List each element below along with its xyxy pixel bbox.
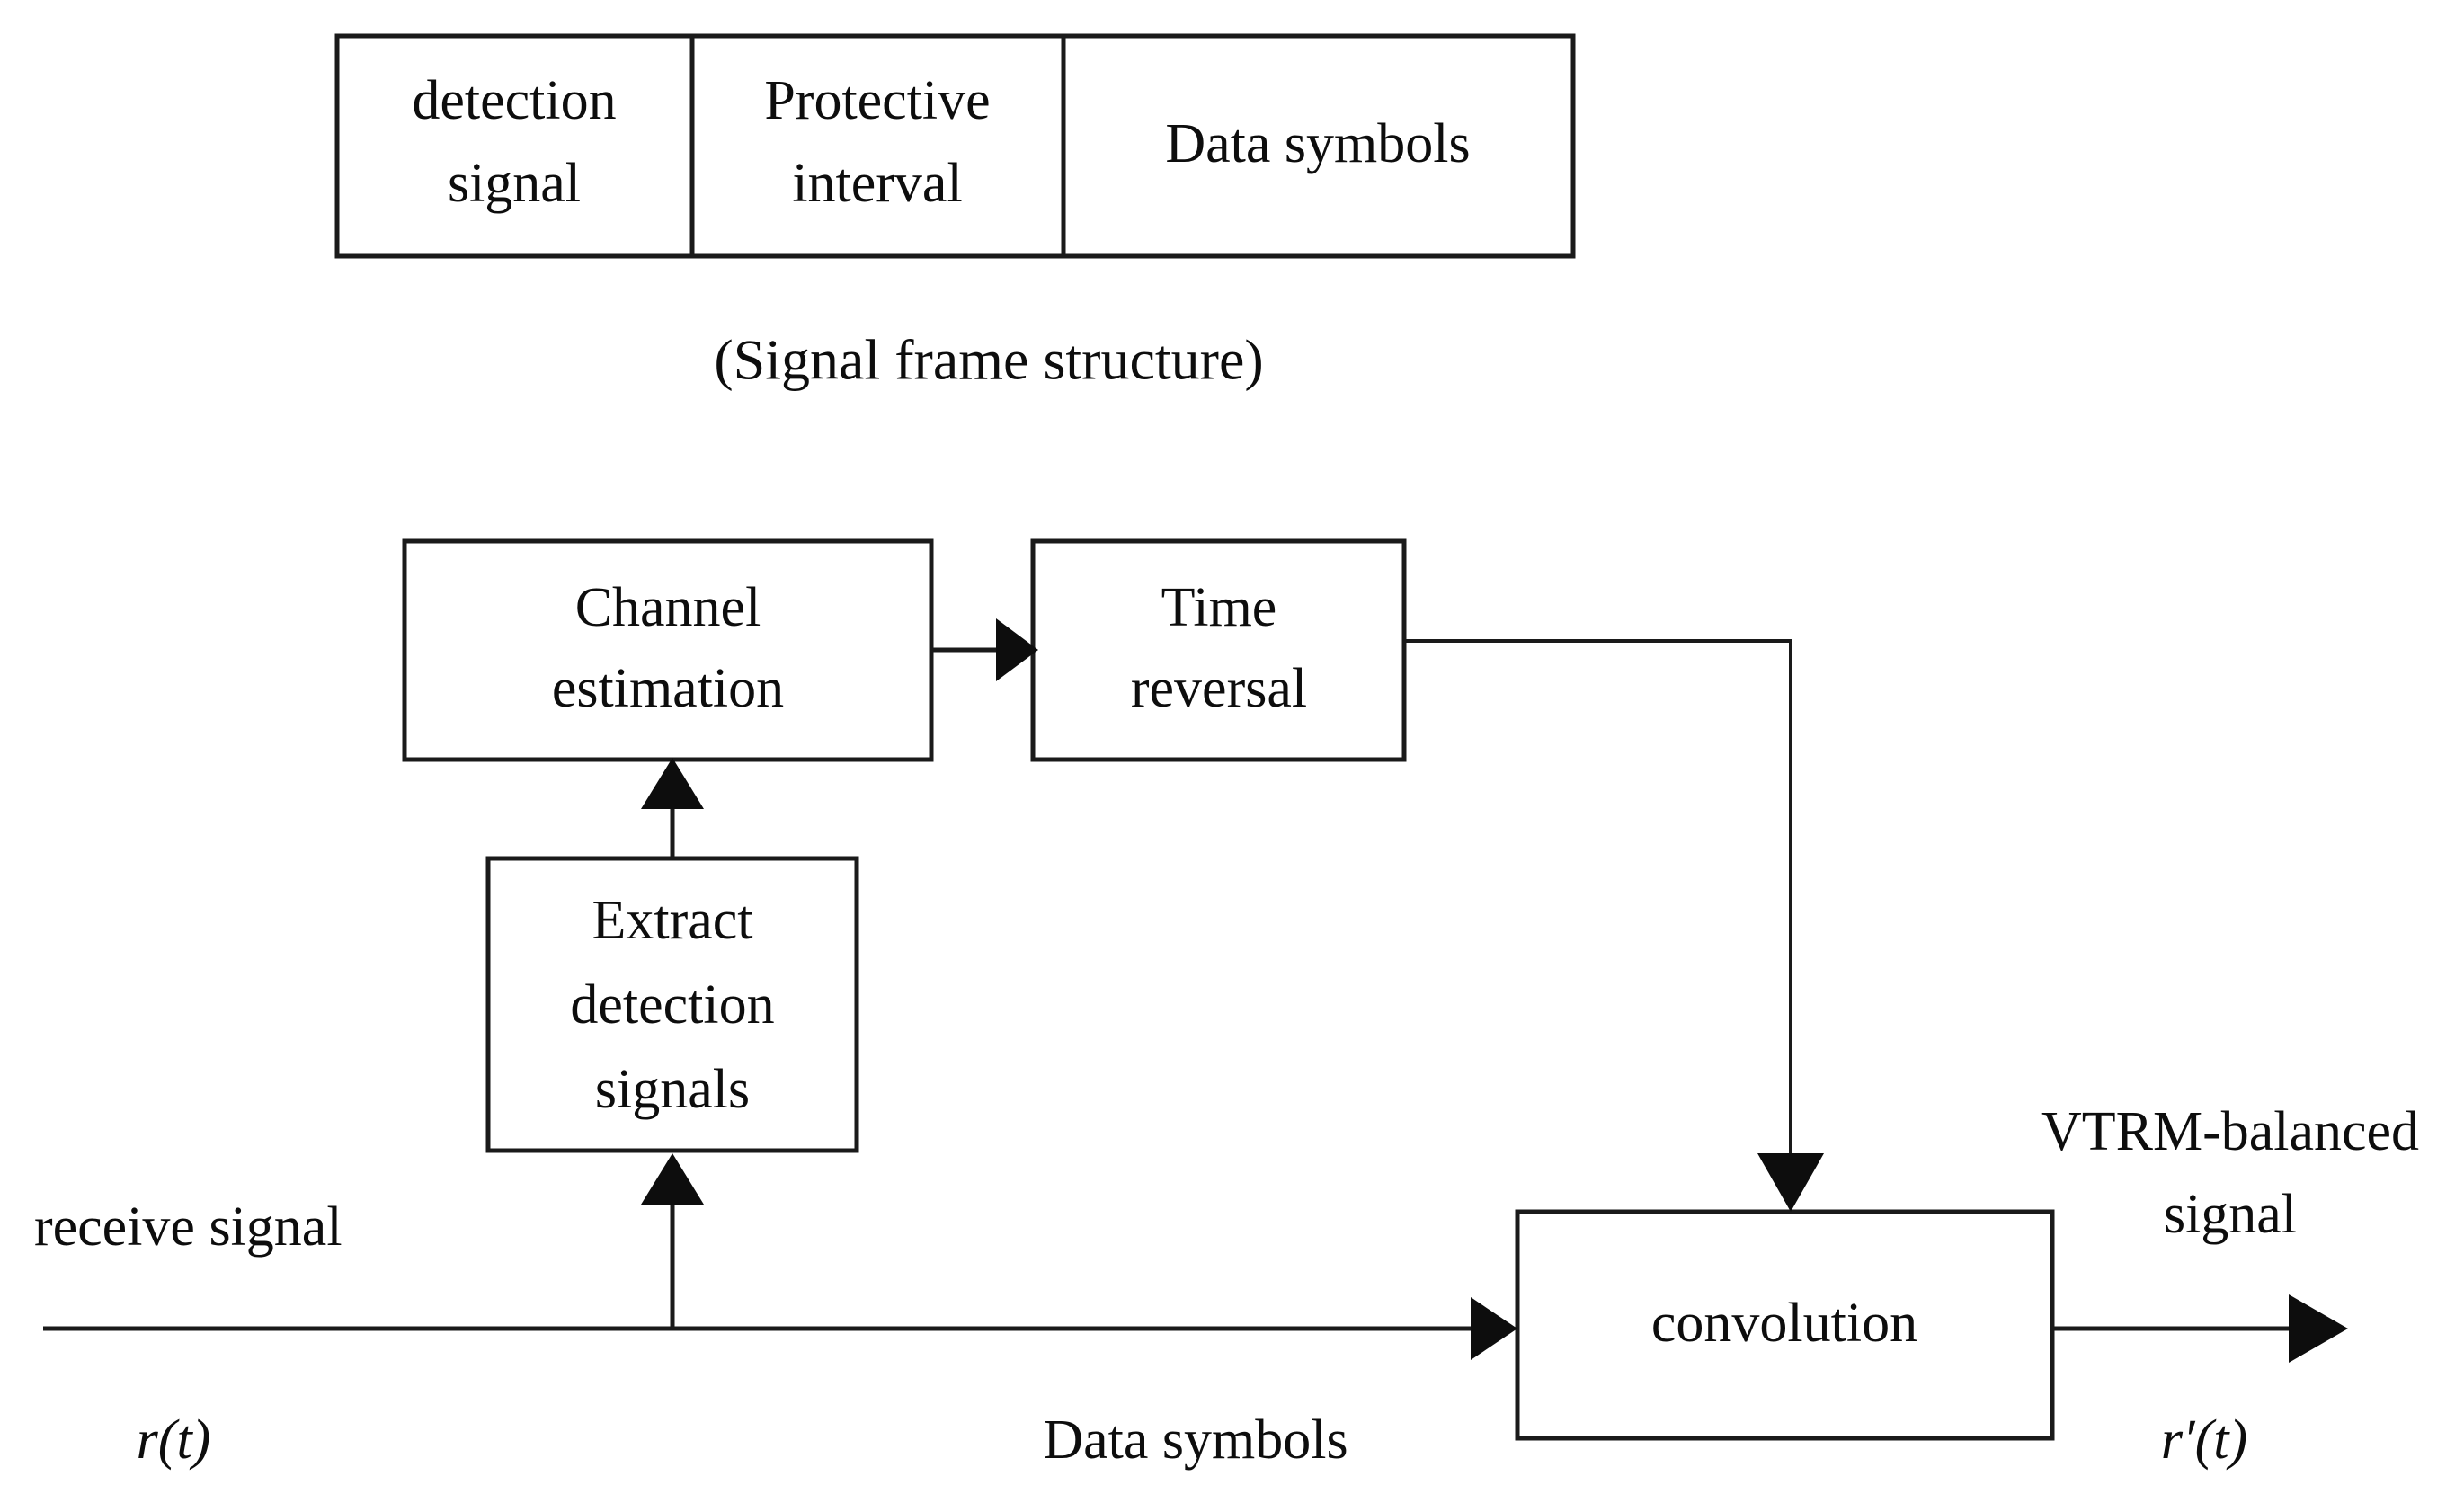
block-time-reversal: Time reversal bbox=[1030, 538, 1407, 762]
frame-cell-protective-interval: Protective interval bbox=[764, 70, 990, 214]
block-extract-detection-signals: Extract detection signals bbox=[485, 856, 859, 1153]
frame-cell-detection-signal-line-2: signal bbox=[448, 153, 581, 214]
extract-detection-signals-label-line-1: Extract bbox=[592, 890, 752, 951]
channel-estimation-label-line-2: estimation bbox=[552, 658, 784, 719]
frame-cell-detection-signal-line-1: detection bbox=[412, 70, 616, 131]
connector-timereversal-to-convolution bbox=[1404, 639, 1824, 1212]
data-symbols-path-label: Data symbols bbox=[1043, 1409, 1348, 1471]
arrowhead-down-into-convolution bbox=[1757, 1153, 1824, 1212]
block-convolution: convolution bbox=[1515, 1209, 2055, 1441]
arrowhead-up-into-extract-detection bbox=[641, 1153, 704, 1205]
convolution-box bbox=[1515, 1209, 2055, 1441]
frame-cell-data-symbols: Data symbols bbox=[1165, 113, 1470, 174]
connector-timereversal-to-convolution-path bbox=[1404, 639, 1792, 1160]
arrowhead-up-into-channel-estimation bbox=[641, 758, 704, 809]
connector-channel-to-timereversal bbox=[931, 618, 1038, 681]
frame-cell-data-symbols-line-1: Data symbols bbox=[1165, 113, 1470, 174]
input-symbol-label: r(t) bbox=[137, 1409, 211, 1471]
frame-structure-outline bbox=[334, 33, 1576, 259]
frame-structure-table: detection signal Protective interval Dat… bbox=[334, 33, 1576, 259]
frame-cell-protective-interval-line-2: interval bbox=[792, 153, 962, 214]
connector-convolution-output bbox=[2052, 1294, 2348, 1363]
frame-cell-detection-signal: detection signal bbox=[412, 70, 616, 214]
time-reversal-box bbox=[1030, 538, 1407, 762]
extract-detection-signals-label-line-3: signals bbox=[595, 1059, 750, 1120]
arrowhead-right-into-time-reversal bbox=[996, 618, 1038, 681]
output-signal-label-line-1: VTRM-balanced bbox=[2041, 1101, 2419, 1162]
connector-extract-to-channel bbox=[641, 758, 704, 858]
channel-estimation-box bbox=[402, 538, 934, 762]
arrowhead-right-output bbox=[2289, 1294, 2348, 1363]
output-symbol-label: r′(t) bbox=[2161, 1409, 2247, 1471]
time-reversal-label-line-1: Time bbox=[1161, 577, 1277, 638]
connector-receive-line bbox=[43, 1297, 1517, 1360]
output-signal-label-line-2: signal bbox=[2164, 1184, 2297, 1245]
receive-signal-label: receive signal bbox=[34, 1196, 342, 1258]
arrowhead-right-into-convolution bbox=[1471, 1297, 1517, 1360]
frame-structure-caption: (Signal frame structure) bbox=[714, 328, 1263, 392]
convolution-label: convolution bbox=[1651, 1293, 1917, 1354]
time-reversal-label-line-2: reversal bbox=[1131, 658, 1307, 719]
block-channel-estimation: Channel estimation bbox=[402, 538, 934, 762]
extract-detection-signals-label-line-2: detection bbox=[570, 974, 774, 1036]
extract-detection-signals-box bbox=[485, 856, 859, 1153]
frame-cell-protective-interval-line-1: Protective bbox=[764, 70, 990, 131]
channel-estimation-label-line-1: Channel bbox=[575, 577, 761, 638]
connector-main-to-extract bbox=[641, 1153, 704, 1329]
